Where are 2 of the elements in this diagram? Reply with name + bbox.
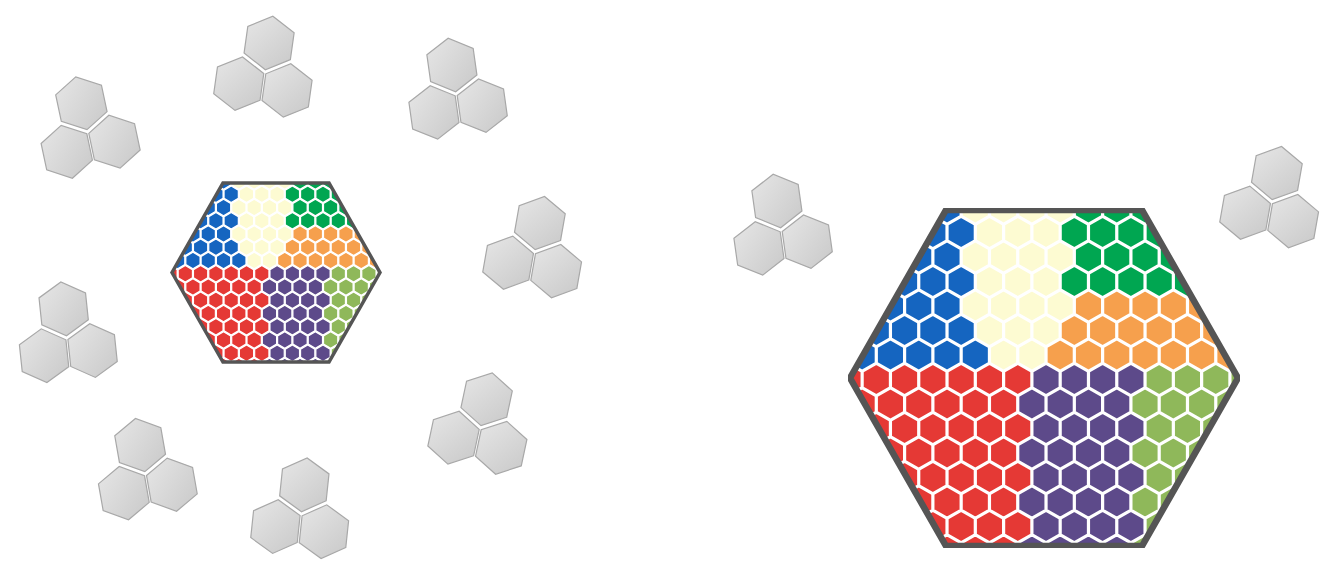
hex-grid-drawing xyxy=(170,181,382,364)
hex-grid-drawing xyxy=(848,208,1240,548)
